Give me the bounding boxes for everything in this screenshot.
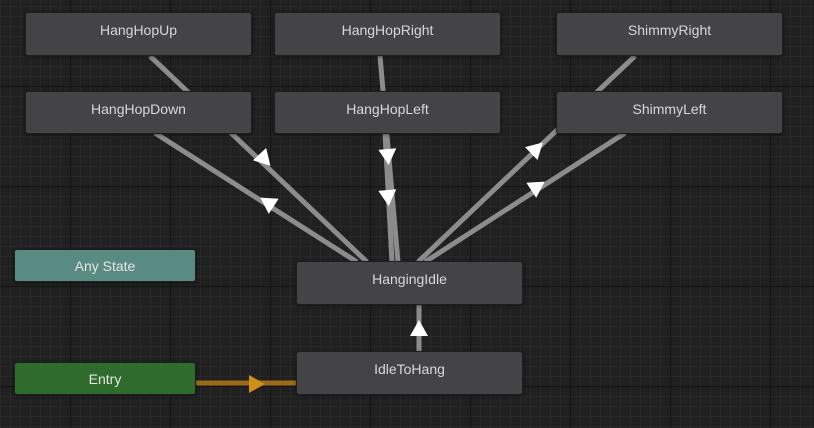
state-shimmyleft[interactable]: ShimmyLeft bbox=[556, 91, 783, 134]
transition-arrow-icon bbox=[410, 320, 428, 336]
state-any-state[interactable]: Any State bbox=[14, 249, 196, 282]
transition-hanghopdown-to-hangingidle[interactable] bbox=[153, 130, 359, 265]
state-hanghopright[interactable]: HangHopRight bbox=[274, 12, 501, 56]
state-idletohang[interactable]: IdleToHang bbox=[296, 351, 523, 395]
transition-arrow-icon bbox=[526, 181, 545, 198]
entry-transition-arrow-icon bbox=[249, 375, 265, 393]
transition-arrow-icon bbox=[260, 197, 279, 214]
state-hanghopleft[interactable]: HangHopLeft bbox=[274, 91, 501, 134]
state-hangingidle[interactable]: HangingIdle bbox=[296, 261, 523, 305]
state-entry[interactable]: Entry bbox=[14, 362, 196, 395]
transition-arrow-icon bbox=[252, 148, 271, 166]
state-hanghopup[interactable]: HangHopUp bbox=[25, 12, 252, 56]
transition-shimmyright-to-hangingidle[interactable] bbox=[416, 54, 637, 264]
transition-arrow-icon bbox=[524, 142, 543, 161]
transition-arrow-icon bbox=[378, 189, 397, 206]
transition-shimmyleft-to-hangingidle[interactable] bbox=[423, 130, 627, 265]
transition-arrow-icon bbox=[378, 148, 397, 165]
state-hanghopdown[interactable]: HangHopDown bbox=[25, 91, 252, 134]
state-shimmyright[interactable]: ShimmyRight bbox=[556, 12, 783, 56]
